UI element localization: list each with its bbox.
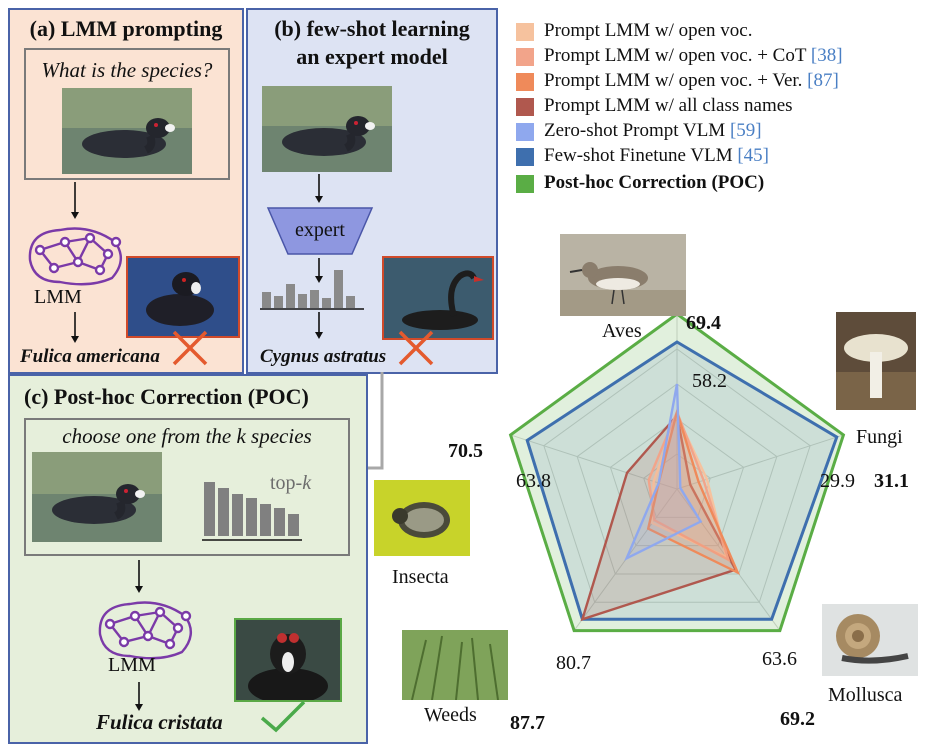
- axis-label-fungi: Fungi: [856, 426, 903, 448]
- finetune-value-aves: 58.2: [692, 370, 727, 392]
- axis-label-aves: Aves: [602, 320, 642, 342]
- score-histogram: [260, 270, 364, 310]
- radar-series-3: [580, 412, 738, 622]
- black-swan-photo: [382, 256, 494, 340]
- crested-coot-photo: [234, 618, 342, 702]
- legend-label: Post-hoc Correction (POC): [544, 172, 765, 193]
- legend-swatch: [516, 175, 534, 193]
- legend-label: Prompt LMM w/ open voc. + CoT: [544, 45, 811, 66]
- panel-few-shot-expert: (b) few-shot learning an expert model ex…: [246, 8, 498, 374]
- panel-b-title-line1: (b) few-shot learning: [274, 16, 470, 41]
- legend-swatch: [516, 73, 534, 91]
- prediction-label: Fulica cristata: [96, 710, 223, 734]
- poc-value-insecta: 70.5: [448, 440, 483, 462]
- legend-label: Prompt LMM w/ all class names: [544, 95, 793, 116]
- finetune-value-weeds: 80.7: [556, 652, 591, 674]
- finetune-value-fungi: 29.9: [820, 470, 855, 492]
- lmm-network-icon: [28, 227, 122, 286]
- query-box: What is the species?: [24, 48, 230, 180]
- prediction-label: Cygnus astratus: [260, 346, 387, 367]
- query-question: What is the species?: [41, 58, 213, 82]
- arrow-down-icon: [315, 258, 323, 283]
- weeds-thumbnail: [402, 630, 508, 700]
- legend-swatch: [516, 23, 534, 41]
- arrow-down-icon: [71, 182, 79, 219]
- axis-label-insecta: Insecta: [392, 566, 449, 588]
- radar-chart: [508, 312, 846, 633]
- poc-value-aves: 69.4: [686, 312, 721, 334]
- arrow-down-icon: [315, 174, 323, 203]
- checkmark-icon: [260, 700, 306, 733]
- panel-c-title: (c) Post-hoc Correction (POC): [24, 384, 309, 409]
- radar-grid-ring-3: [543, 348, 811, 603]
- panel-lmm-prompting: (a) LMM prompting What is the species? L…: [8, 8, 244, 374]
- legend-label: Few-shot Finetune VLM: [544, 145, 738, 166]
- poc-value-weeds: 87.7: [510, 712, 545, 734]
- lmm-label: LMM: [34, 286, 82, 308]
- axis-label-mollusca: Mollusca: [828, 684, 903, 706]
- coot-photo: [262, 86, 392, 172]
- fungi-thumbnail: [836, 312, 916, 410]
- topk-label: top-k: [270, 472, 311, 495]
- radar-series-4: [624, 383, 703, 561]
- legend-cite: [59]: [729, 120, 762, 141]
- finetune-value-insecta: 63.8: [516, 470, 551, 492]
- lmm-network-icon: [98, 601, 192, 660]
- cross-icon: [398, 330, 434, 366]
- legend-label: Prompt LMM w/ open voc. + Ver.: [544, 70, 808, 91]
- topk-histogram: [202, 482, 302, 541]
- mollusca-thumbnail: [822, 604, 918, 676]
- legend-cite: [87]: [807, 70, 839, 91]
- panel-b-title-line2: an expert model: [296, 44, 448, 69]
- arrow-down-icon: [315, 312, 323, 339]
- radar-grid-ring-1: [609, 418, 745, 547]
- aves-thumbnail: [560, 234, 686, 316]
- legend-label: Zero-shot Prompt VLM: [544, 120, 730, 141]
- arrow-down-icon: [135, 682, 143, 711]
- legend-cite: [38]: [810, 45, 843, 66]
- radar-grid-ring-2: [576, 383, 778, 575]
- legend-swatch: [516, 98, 534, 116]
- arrow-down-icon: [135, 560, 143, 593]
- legend-cite: [45]: [737, 145, 769, 166]
- legend-label: Prompt LMM w/ open voc.: [544, 20, 753, 41]
- panel-a-title: (a) LMM prompting: [29, 16, 223, 41]
- cross-icon: [172, 330, 208, 366]
- coot-photo: [62, 88, 192, 174]
- instruction-box: choose one from the k species top-k: [24, 418, 350, 556]
- topk-prefix: top-: [270, 472, 303, 494]
- insecta-thumbnail: [374, 480, 470, 556]
- american-coot-photo: [126, 256, 240, 338]
- panel-post-hoc-correction: (c) Post-hoc Correction (POC) choose one…: [8, 374, 368, 744]
- coot-photo: [32, 452, 162, 542]
- arrow-down-icon: [71, 312, 79, 343]
- expert-model-shape: [266, 207, 374, 255]
- prediction-label: Fulica americana: [20, 346, 160, 367]
- legend-swatch: [516, 148, 534, 166]
- finetune-value-mollusca: 63.6: [762, 648, 797, 670]
- expert-label: expert: [295, 219, 345, 241]
- lmm-label: LMM: [108, 654, 156, 676]
- legend-swatch: [516, 123, 534, 141]
- instruction-text: choose one from the k species: [62, 424, 312, 448]
- poc-value-mollusca: 69.2: [780, 708, 815, 730]
- axis-label-weeds: Weeds: [424, 704, 477, 726]
- legend-swatch: [516, 48, 534, 66]
- poc-value-fungi: 31.1: [874, 470, 909, 492]
- topk-variable: k: [302, 472, 312, 494]
